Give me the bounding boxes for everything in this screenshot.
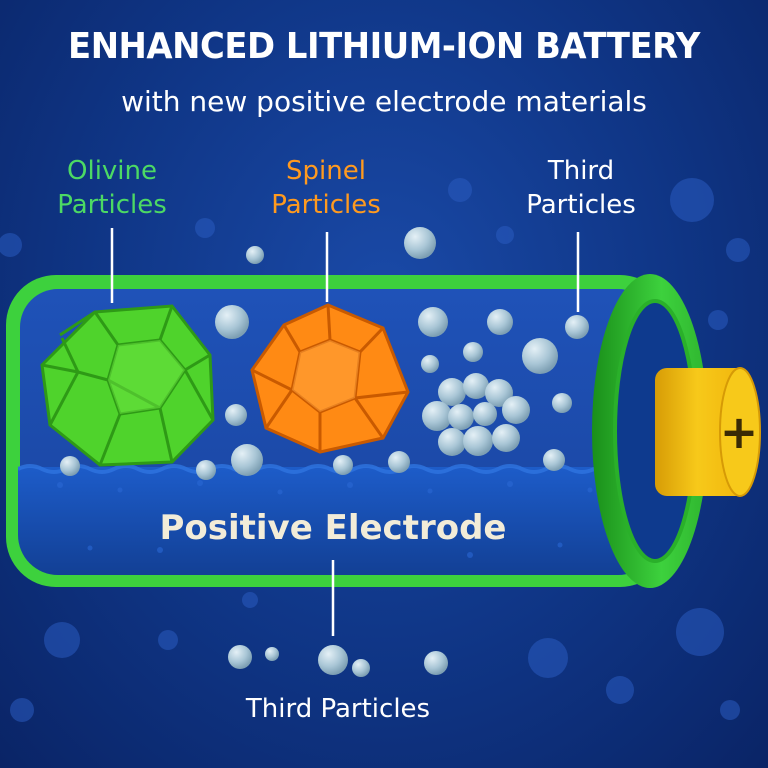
positive-terminal bbox=[655, 367, 761, 497]
olivine-particle bbox=[40, 304, 215, 467]
plus-symbol: + bbox=[720, 405, 759, 459]
spinel-particles-label: Spinel Particles bbox=[271, 156, 381, 220]
leader-lines bbox=[110, 228, 580, 636]
positive-electrode-layer bbox=[18, 467, 658, 575]
floating-particles bbox=[246, 227, 436, 264]
third-particle-cluster bbox=[422, 373, 530, 456]
olivine-particles-label: Olivine Particles bbox=[57, 156, 167, 220]
third-particles-below bbox=[228, 645, 448, 677]
page-subtitle: with new positive electrode materials bbox=[121, 85, 647, 118]
positive-electrode-label: Positive Electrode bbox=[159, 508, 507, 548]
third-particles-label-top: Third Particles bbox=[526, 156, 636, 220]
page-title: ENHANCED LITHIUM-ION BATTERY bbox=[68, 26, 700, 67]
third-particles-label-bottom: Third Particles bbox=[245, 694, 431, 724]
third-particles-inside bbox=[60, 305, 589, 480]
spinel-particle bbox=[250, 303, 410, 454]
